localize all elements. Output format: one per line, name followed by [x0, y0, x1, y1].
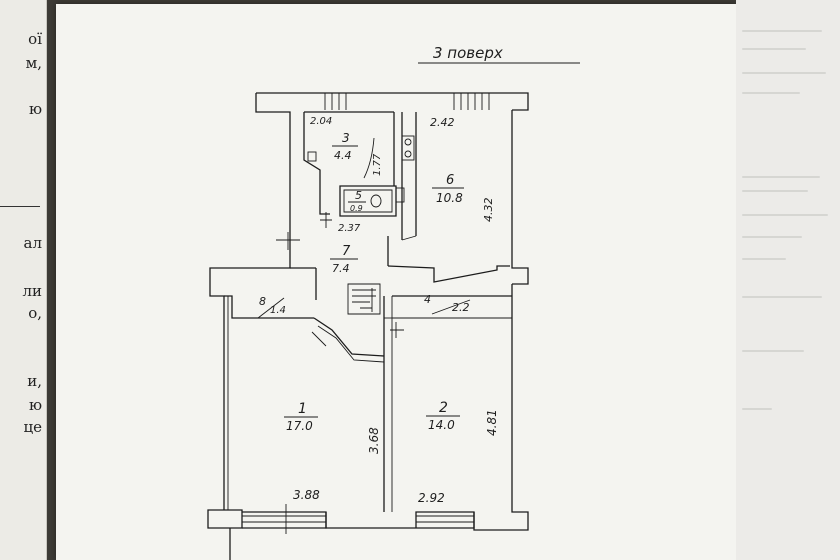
- dim-room-6-depth: 4.32: [482, 198, 495, 223]
- fixtures: [307, 135, 415, 208]
- text-fragment: м,: [25, 54, 42, 72]
- room-6-area: 10.8: [436, 191, 463, 205]
- faint-text-line: [742, 296, 822, 298]
- room-8-slash: [257, 297, 285, 319]
- faint-text-line: [742, 408, 772, 410]
- room-4-area: 2.2: [452, 301, 470, 314]
- dim-room-2-depth: 4.81: [485, 409, 499, 436]
- dim-room-5-width: 2.37: [338, 223, 361, 234]
- exterior-walls: [207, 92, 529, 560]
- room-3-area: 4.4: [334, 149, 352, 162]
- floor-plan-sheet: [56, 4, 736, 560]
- plan-title: 3 поверх: [433, 44, 503, 62]
- room-2-number: 2: [439, 400, 448, 416]
- room-labels: 1 17.0 2 14.0 3 4.4 4 2.2 5 0.9 6 10.8 7…: [257, 131, 471, 433]
- faint-text-line: [742, 92, 800, 94]
- faint-text-line: [742, 176, 820, 178]
- room-4-number: 4: [424, 293, 431, 306]
- faint-text-line: [742, 236, 802, 238]
- room-7-area: 7.4: [332, 262, 350, 275]
- faint-text-line: [742, 258, 786, 260]
- room-4-slash: [431, 299, 471, 315]
- faint-text-line: [742, 190, 808, 192]
- faint-text-line: [742, 214, 828, 216]
- room-3-number: 3: [342, 131, 350, 145]
- dimension-labels: 2.04 1.77 2.42 4.32 2.37 3.68 4.81 3.88 …: [293, 116, 499, 505]
- divider-line: [0, 206, 40, 207]
- faint-text-line: [742, 350, 804, 352]
- dim-room-3-width: 2.04: [310, 116, 332, 127]
- right-document-edge: [736, 0, 840, 560]
- text-fragment: ої: [28, 30, 42, 48]
- room-5-area: 0.9: [350, 204, 363, 213]
- text-fragment: це: [23, 418, 42, 436]
- left-document-edge: ої м, ю ал ли о, и, ю це: [0, 0, 47, 560]
- room-1-area: 17.0: [286, 419, 313, 433]
- dim-room-2-width: 2.92: [418, 491, 445, 505]
- dim-room-3-depth: 1.77: [372, 153, 383, 176]
- text-fragment: о,: [28, 304, 42, 322]
- text-fragment: ал: [23, 234, 42, 252]
- room-5-number: 5: [355, 189, 362, 202]
- dim-room-1-width: 3.88: [293, 488, 320, 502]
- room-8-area: 1.4: [270, 305, 286, 316]
- interior-walls: [224, 111, 512, 512]
- text-fragment: ли: [22, 282, 42, 300]
- dim-room-1-depth: 3.68: [367, 427, 381, 454]
- room-6-number: 6: [446, 173, 454, 188]
- text-fragment: ю: [28, 396, 42, 414]
- room-7-number: 7: [342, 244, 351, 259]
- room-8-number: 8: [259, 295, 266, 308]
- faint-text-line: [742, 30, 822, 32]
- text-fragment: и,: [27, 372, 42, 390]
- faint-text-line: [742, 72, 826, 74]
- room-2-area: 14.0: [428, 418, 455, 432]
- faint-text-line: [742, 48, 806, 50]
- dim-room-6-width: 2.42: [430, 116, 455, 129]
- text-fragment: ю: [28, 100, 42, 118]
- room-1-number: 1: [298, 401, 307, 417]
